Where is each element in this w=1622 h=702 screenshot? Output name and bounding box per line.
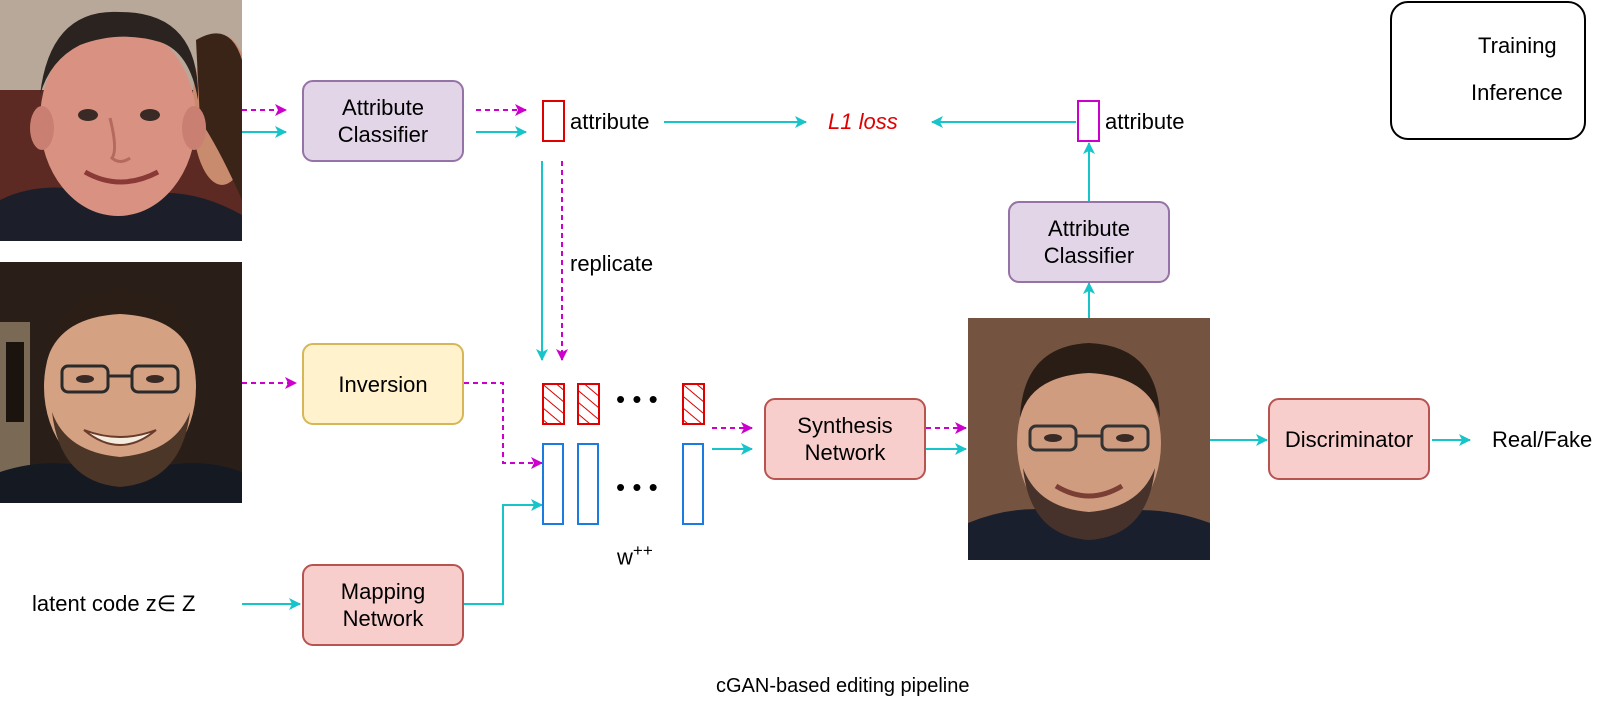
attribute-label-right: attribute (1105, 109, 1185, 134)
training-arrow-mapping-to-w (464, 499, 543, 605)
real-fake-label: Real/Fake (1492, 427, 1593, 452)
inference-arrow-inversion-to-w (464, 382, 543, 469)
w-plus-plus-label: w++ (617, 538, 653, 570)
discriminator-label: Discriminator (1284, 426, 1414, 452)
input-face-image-top (0, 0, 242, 241)
w-superscript: ++ (632, 541, 653, 560)
input-face-image-middle (0, 262, 242, 503)
discriminator-box: Discriminator (1268, 398, 1430, 480)
ellipsis-bottom: • • • (616, 472, 658, 502)
attribute-classifier-top-label: Attribute Classifier (337, 95, 429, 147)
w-latent-vector (682, 443, 704, 525)
attribute-classifier-box-top: Attribute Classifier (302, 80, 464, 162)
ellipsis-top: • • • (616, 384, 658, 414)
replicate-label: replicate (570, 251, 654, 276)
w-latent-vector (542, 443, 564, 525)
inversion-box: Inversion (302, 343, 464, 425)
attribute-classifier-right-label: Attribute Classifier (1043, 216, 1135, 268)
attribute-label-left: attribute (570, 109, 650, 134)
replicated-attribute-vector (577, 383, 600, 425)
caption: cGAN-based editing pipeline (716, 675, 970, 697)
inversion-label: Inversion (338, 371, 428, 397)
w-base: w (617, 544, 633, 570)
mapping-network-box: Mapping Network (302, 564, 464, 646)
synthesis-network-box: Synthesis Network (764, 398, 926, 480)
attribute-vector-right (1077, 100, 1100, 142)
latent-code-label: latent code z∈ Z (32, 591, 196, 616)
generated-face-image (968, 318, 1210, 560)
synthesis-network-label: Synthesis Network (797, 413, 893, 465)
l1-loss-label: L1 loss (828, 109, 898, 134)
legend-training-label: Training (1478, 33, 1557, 58)
replicated-attribute-vector (682, 383, 705, 425)
attribute-classifier-box-right: Attribute Classifier (1008, 201, 1170, 283)
legend-box: Training Inference (1390, 1, 1586, 140)
attribute-vector-left (542, 100, 565, 142)
w-latent-vector (577, 443, 599, 525)
legend-inference-label: Inference (1471, 80, 1563, 105)
replicated-attribute-vector (542, 383, 565, 425)
mapping-network-label: Mapping Network (340, 579, 426, 631)
